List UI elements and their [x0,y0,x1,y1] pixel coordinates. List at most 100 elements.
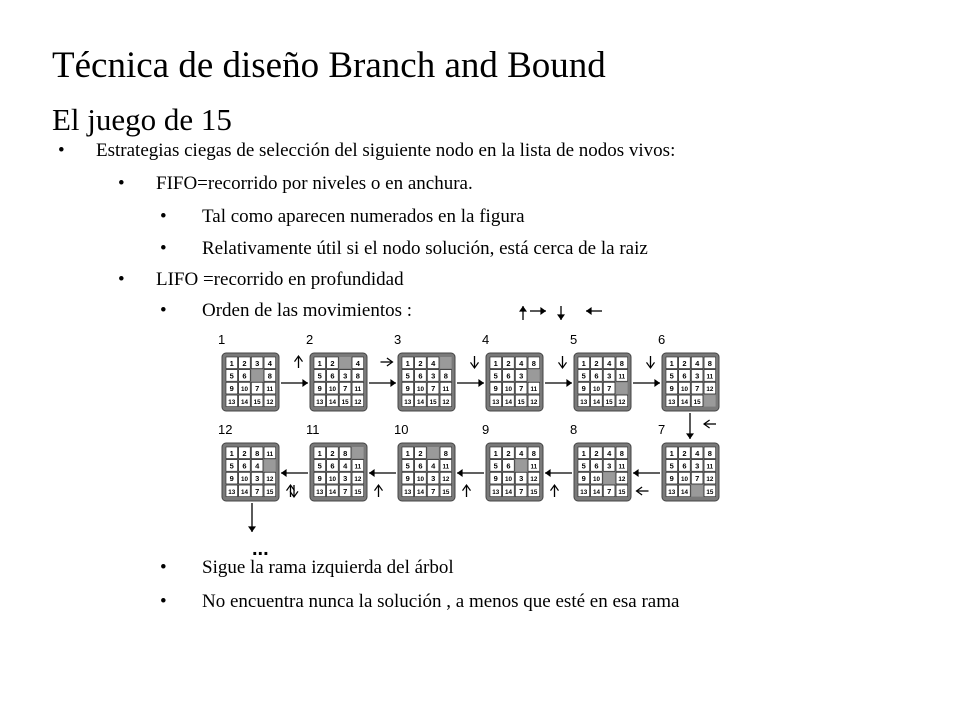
puzzle-tile [225,459,238,472]
puzzle-tile [414,459,427,472]
puzzle-tile [502,484,515,497]
tile-number: 4 [695,359,700,368]
tile-number: 6 [418,461,422,470]
tile-number: 1 [494,359,498,368]
puzzle-tile [339,459,352,472]
puzzle-tile [691,459,704,472]
tile-number: 11 [355,463,362,470]
puzzle-tile [439,459,452,472]
puzzle-tile [439,472,452,485]
bullet-text: Tal como aparecen numerados en la figura [202,206,525,227]
tile-number: 5 [582,461,586,470]
slide-title: Técnica de diseño Branch and Bound [52,45,606,86]
tile-number: 15 [254,399,262,406]
tile-number: 11 [355,386,362,393]
bullet-text: Estrategias ciegas de selección del sigu… [96,140,676,161]
tile-number: 2 [418,449,422,458]
puzzle-tile [313,472,326,485]
tile-number: 15 [266,489,274,496]
tile-number: 5 [582,371,586,380]
puzzle-tile [313,459,326,472]
puzzle-tile [603,382,616,395]
puzzle-tile [263,356,276,369]
tile-number: 2 [418,359,422,368]
tile-number: 10 [241,386,249,393]
tile-number: 6 [506,371,510,380]
tile-number: 15 [694,399,702,406]
puzzle-tile [691,394,704,407]
tile-number: 5 [230,371,234,380]
puzzle-tile [326,459,339,472]
tile-number: 1 [582,359,586,368]
tile-number: 6 [594,371,598,380]
node-label: 12 [218,422,232,437]
tile-number: 12 [354,399,362,406]
tile-number: 10 [417,386,425,393]
tile-number: 9 [318,474,322,483]
puzzle-tile [251,356,264,369]
bullet-dot: • [160,238,167,259]
puzzle-tile [691,356,704,369]
move-up-icon [294,354,303,368]
empty-tile [251,369,263,382]
puzzle-tile [238,382,251,395]
tile-number: 15 [354,489,362,496]
puzzle-tile [603,356,616,369]
puzzle-tile [665,446,678,459]
puzzle-tile [263,369,276,382]
puzzle-tile [351,484,364,497]
tile-number: 11 [531,463,538,470]
tile-number: 12 [442,476,450,483]
bullet-dot: • [160,591,167,612]
puzzle-tile [351,382,364,395]
puzzle-tile [401,369,414,382]
puzzle-tile [439,484,452,497]
tile-number: 1 [318,359,322,368]
puzzle-tile [603,369,616,382]
puzzle-tile [515,446,528,459]
puzzle-tile [263,446,276,459]
tile-number: 13 [492,399,500,406]
puzzle-tile [427,394,440,407]
puzzle-tile [489,356,502,369]
puzzle-tile [225,394,238,407]
transition-arrow [457,379,484,387]
puzzle-tile [401,356,414,369]
puzzle-tile [515,394,528,407]
tile-number: 9 [230,384,234,393]
node-label: 4 [482,332,489,347]
puzzle-tile [691,382,704,395]
tile-number: 5 [670,461,674,470]
puzzle-tile [577,356,590,369]
tile-number: 13 [492,489,500,496]
puzzle-tile [225,484,238,497]
tile-number: 15 [518,399,526,406]
puzzle-tile [414,484,427,497]
tile-number: 13 [668,399,676,406]
puzzle-tile [665,459,678,472]
puzzle-tile [414,356,427,369]
empty-tile [427,447,439,459]
puzzle-tile [678,369,691,382]
tile-number: 7 [519,384,523,393]
node-label: 10 [394,422,408,437]
bullet-dot: • [160,206,167,227]
puzzle-tile [225,369,238,382]
puzzle-tile [665,394,678,407]
puzzle-tile [225,382,238,395]
puzzle-tile [489,446,502,459]
ellipsis: ... [252,538,269,560]
move-left-icon [702,419,716,429]
tile-number: 5 [318,371,322,380]
puzzle-tile [515,369,528,382]
tile-number: 10 [505,476,513,483]
puzzle-tile [678,472,691,485]
puzzle-tile [427,356,440,369]
puzzle-tile [427,369,440,382]
tile-number: 11 [267,451,274,458]
